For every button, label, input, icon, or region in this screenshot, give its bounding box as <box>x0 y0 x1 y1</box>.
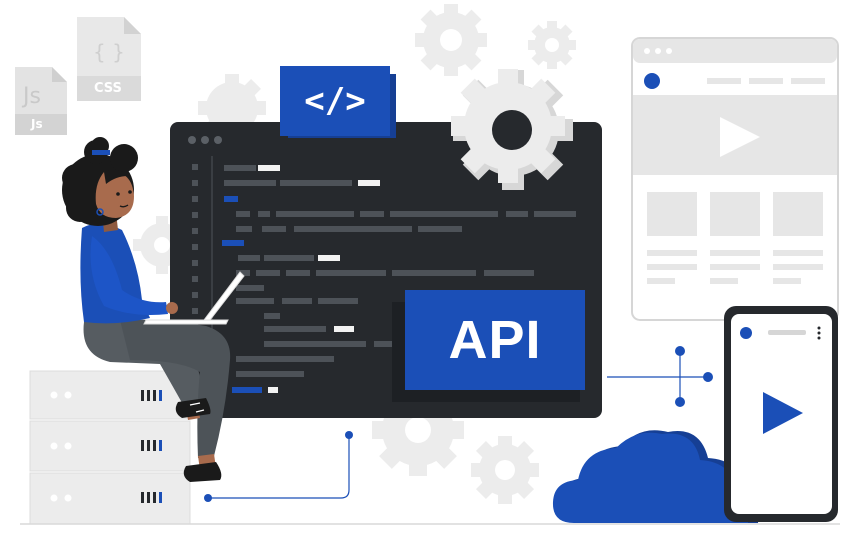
phone-icon <box>724 306 838 522</box>
laptop-icon <box>203 271 245 321</box>
person-figure <box>62 137 245 482</box>
gear-icon <box>528 21 576 69</box>
gear-icon <box>198 74 266 142</box>
css-file-icon <box>77 17 141 101</box>
js-file-caption: Js <box>31 117 43 131</box>
code-tag-icon <box>280 66 390 136</box>
cloud-icon <box>552 430 759 523</box>
browser-window-icon <box>631 37 839 321</box>
play-icon <box>763 392 803 434</box>
gear-icon <box>415 4 487 76</box>
connector-nodes <box>204 346 713 502</box>
css-file-caption: CSS <box>94 81 122 96</box>
server-icon <box>29 370 191 525</box>
connector-lines <box>208 351 708 499</box>
code-tag-label: </> <box>304 81 366 121</box>
api-card <box>405 290 585 390</box>
api-label: API <box>448 310 542 370</box>
css-file-braces: { } <box>93 40 125 64</box>
js-file-icon <box>15 67 67 135</box>
play-icon <box>720 117 760 157</box>
gear-icon <box>471 436 539 504</box>
gear-icon <box>451 69 573 190</box>
js-file-label: Js <box>23 84 41 109</box>
